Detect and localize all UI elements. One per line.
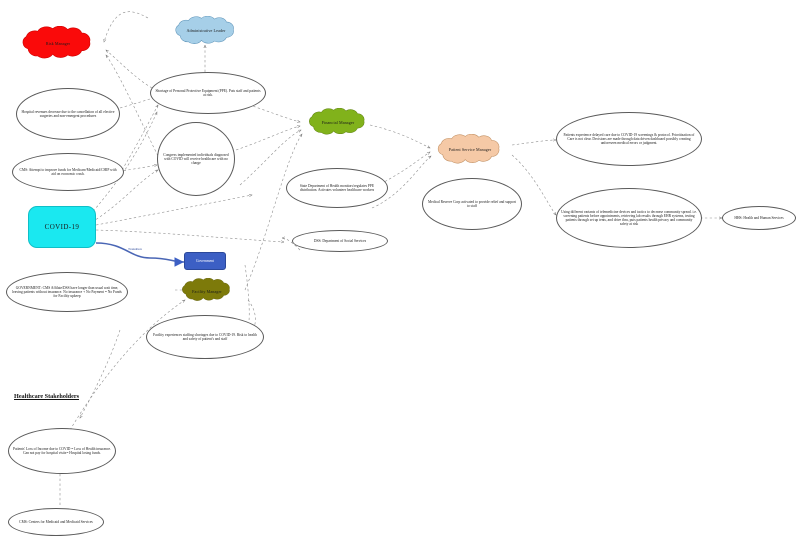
issue-text: Congress implemented individuals diagnos…: [163, 152, 229, 166]
issue-state-dept-health[interactable]: State Department of Health monitors/regu…: [286, 168, 388, 208]
stakeholder-label: Patient Service Manager: [448, 146, 492, 152]
issue-ppe-shortage[interactable]: Shortage of Personal Protective Equipmen…: [150, 72, 266, 114]
stakeholder-facility-manager[interactable]: Facility Manager: [176, 278, 238, 304]
stakeholder-patient-service-manager[interactable]: Patient Service Manager: [430, 134, 510, 164]
issue-text: Medical Reserve Corp activated to provid…: [427, 199, 517, 208]
stakeholder-label: Facility Manager: [192, 288, 222, 294]
cloud-shape-icon: [22, 26, 91, 59]
section-heading-healthcare-stakeholders: Healthcare Stakeholders: [14, 393, 80, 400]
stakeholder-administrative-leader[interactable]: Administrative Leader: [168, 16, 244, 44]
issue-congress-no-charge[interactable]: Congress implemented individuals diagnos…: [157, 122, 235, 196]
issue-telemedicine-privacy[interactable]: Using different variants of telemedicine…: [556, 188, 702, 248]
issue-facility-staffing[interactable]: Facility experiences staffing shortages …: [146, 315, 264, 359]
issue-medical-reserve-corp[interactable]: Medical Reserve Corp activated to provid…: [422, 178, 522, 230]
issue-text: CMS: Centers for Medicaid and Medicaid S…: [19, 519, 93, 524]
cloud-shape-icon: [437, 134, 500, 164]
node-covid-19[interactable]: COVID-19: [28, 206, 96, 248]
node-label: Government: [196, 258, 214, 263]
issue-text: Facility experiences staffing shortages …: [153, 332, 257, 341]
issue-hospital-revenue[interactable]: Hospital revenues decrease due to the ca…: [16, 88, 120, 140]
issue-text: Hospital revenues decrease due to the ca…: [21, 109, 115, 118]
stakeholder-label: Risk Manager: [45, 40, 71, 46]
issue-government-dss-funds[interactable]: GOVERNMENT: CMS Affilate/DSS have longer…: [6, 272, 128, 312]
node-label: COVID-19: [44, 222, 80, 231]
issue-text: GOVERNMENT: CMS Affilate/DSS have longer…: [12, 285, 122, 299]
issue-text: CMS: Attempt to improve funds for Medica…: [19, 167, 117, 176]
issue-cms-funding[interactable]: CMS: Attempt to improve funds for Medica…: [12, 153, 124, 191]
issue-cms-definition[interactable]: CMS: Centers for Medicaid and Medicaid S…: [8, 508, 104, 536]
issue-hhs-definition[interactable]: HHS: Health and Human Services: [722, 206, 796, 230]
stakeholder-label: Administrative Leader: [186, 27, 226, 33]
cloud-shape-icon: [175, 16, 234, 44]
stakeholder-label: Financial Manager: [321, 119, 355, 125]
stakeholder-financial-manager[interactable]: Financial Manager: [302, 108, 374, 136]
issue-patient-income-loss[interactable]: Patients' Loss of Income due to COVID = …: [8, 428, 116, 474]
issue-text: HHS: Health and Human Services: [734, 215, 784, 220]
issue-text: DSS: Department of Social Services: [313, 238, 367, 243]
issue-text: Patients' Loss of Income due to COVID = …: [13, 446, 111, 455]
stakeholder-risk-manager[interactable]: Risk Manager: [14, 26, 102, 60]
issue-dss-definition[interactable]: DSS: Department of Social Services: [292, 230, 388, 252]
issue-text: State Department of Health monitors/regu…: [299, 183, 375, 192]
node-government[interactable]: Government: [184, 252, 226, 270]
edge-label-transition: Transition: [128, 247, 142, 251]
issue-delayed-care[interactable]: Patients experience delayed care due to …: [556, 112, 702, 166]
cloud-shape-icon: [309, 108, 365, 135]
issue-text: Using different variants of telemedicine…: [561, 209, 697, 227]
issue-text: Shortage of Personal Protective Equipmen…: [155, 88, 261, 97]
issue-text: Patients experience delayed care due to …: [563, 132, 695, 146]
cloud-shape-icon: [182, 278, 230, 301]
